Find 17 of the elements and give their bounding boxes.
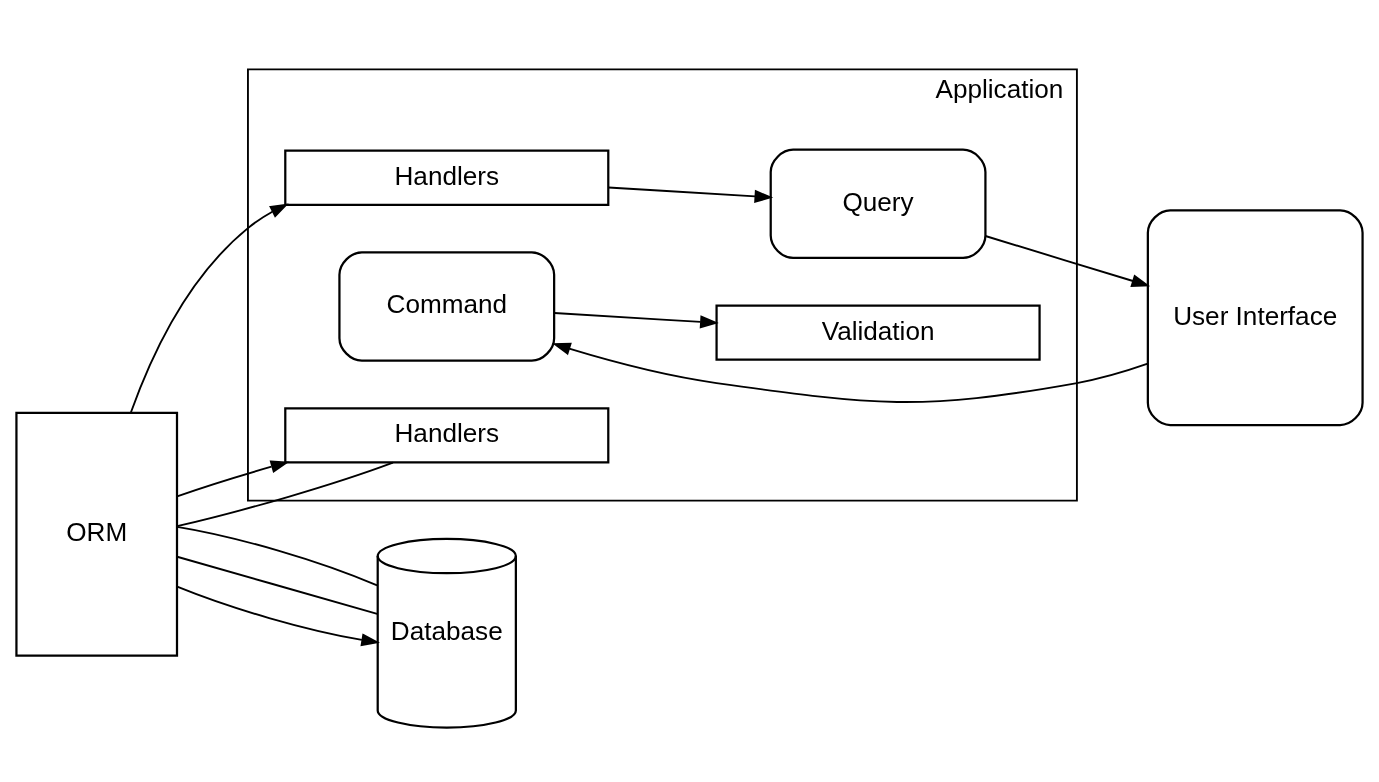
node-box: Validation bbox=[715, 304, 1041, 361]
connector bbox=[176, 461, 394, 528]
connector bbox=[176, 525, 379, 587]
node-box: Handlers bbox=[284, 149, 610, 206]
node-box: Query bbox=[769, 148, 987, 260]
arrow bbox=[984, 235, 1151, 288]
arrow bbox=[176, 460, 290, 498]
arrow bbox=[553, 312, 719, 329]
arrow bbox=[607, 186, 774, 203]
node-box: ORM bbox=[15, 411, 179, 657]
node-box: Command bbox=[338, 251, 556, 362]
node-box: Handlers bbox=[284, 407, 610, 464]
arrow bbox=[552, 342, 1149, 403]
node-box: User Interface bbox=[1146, 209, 1364, 427]
connector bbox=[176, 555, 379, 615]
arrow bbox=[176, 585, 380, 647]
arrow bbox=[129, 203, 289, 414]
